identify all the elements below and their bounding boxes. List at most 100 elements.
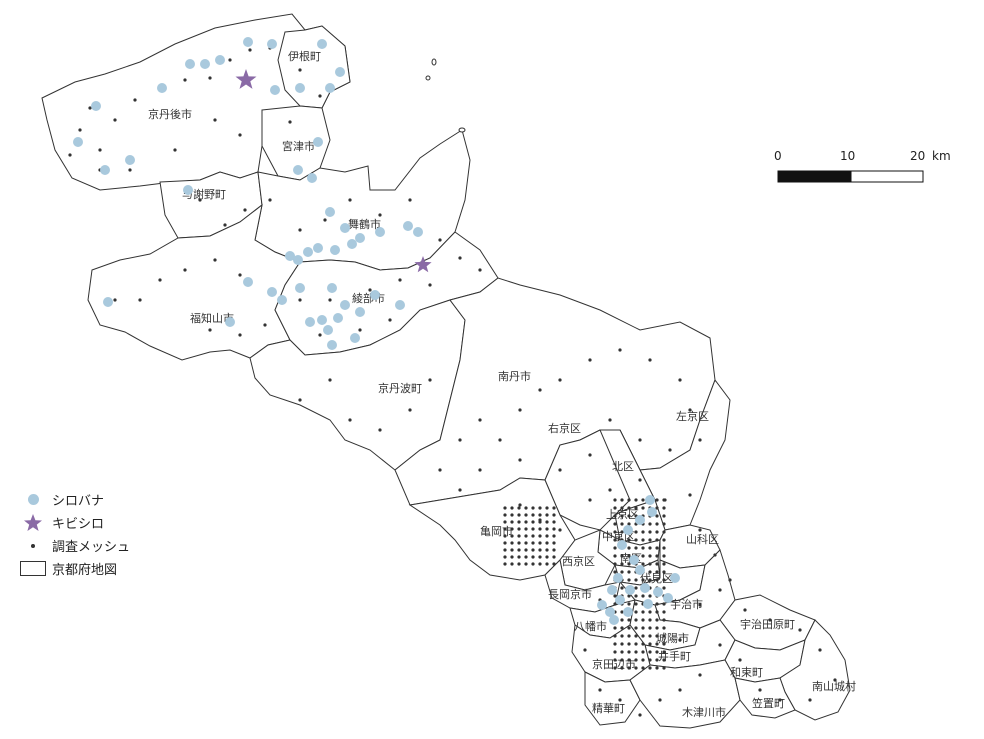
survey-mesh-point	[531, 548, 535, 552]
survey-mesh-point	[613, 546, 617, 550]
survey-mesh-point	[510, 513, 514, 517]
survey-mesh-point	[173, 148, 177, 152]
survey-mesh-point	[655, 522, 659, 526]
survey-mesh-point	[524, 548, 528, 552]
survey-mesh-point	[613, 514, 617, 518]
survey-mesh-point	[545, 527, 549, 531]
legend-label-map: 京都府地図	[52, 563, 118, 578]
light-blue-circle-icon	[20, 490, 46, 510]
shirobana-point	[325, 83, 335, 93]
survey-mesh-point	[398, 278, 402, 282]
shirobana-point	[663, 593, 673, 603]
survey-mesh-point	[348, 418, 352, 422]
survey-mesh-point	[655, 546, 659, 550]
survey-mesh-point	[641, 506, 645, 510]
legend-row-mesh: 調査メッシュ	[20, 534, 130, 557]
survey-mesh-point	[638, 478, 642, 482]
survey-mesh-point	[620, 642, 624, 646]
survey-mesh-point	[552, 548, 556, 552]
label-nagaokakyo: 長岡京市	[548, 587, 592, 601]
survey-mesh-point	[738, 658, 742, 662]
survey-mesh-point	[620, 530, 624, 534]
survey-mesh-point	[641, 554, 645, 558]
survey-mesh-point	[648, 546, 652, 550]
shirobana-point	[617, 540, 627, 550]
survey-mesh-point	[552, 506, 556, 510]
survey-mesh-point	[678, 378, 682, 382]
shirobana-point	[317, 39, 327, 49]
survey-mesh-point	[538, 513, 542, 517]
survey-mesh-point	[531, 527, 535, 531]
label-miyazu: 宮津市	[282, 139, 315, 153]
survey-mesh-point	[641, 578, 645, 582]
survey-mesh-point	[78, 128, 82, 132]
shirobana-point	[350, 333, 360, 343]
shirobana-point	[307, 173, 317, 183]
municipality-kasagi	[734, 677, 796, 719]
survey-mesh-point	[648, 666, 652, 670]
survey-mesh-point	[818, 648, 822, 652]
survey-mesh-point	[613, 626, 617, 630]
survey-mesh-point	[198, 198, 202, 202]
survey-mesh-point	[627, 506, 631, 510]
survey-mesh-point	[778, 698, 782, 702]
shirobana-point	[340, 223, 350, 233]
survey-mesh-point	[627, 578, 631, 582]
label-fushimi: 伏見区	[640, 571, 673, 585]
survey-mesh-point	[655, 530, 659, 534]
survey-mesh-point	[613, 498, 617, 502]
survey-mesh-point	[128, 168, 132, 172]
survey-mesh-point	[408, 408, 412, 412]
survey-mesh-point	[503, 506, 507, 510]
survey-mesh-point	[648, 618, 652, 622]
survey-mesh-point	[638, 713, 642, 717]
survey-mesh-point	[510, 548, 514, 552]
kibishiro-layer	[235, 69, 432, 273]
survey-mesh-point	[263, 323, 267, 327]
survey-mesh-point	[648, 594, 652, 598]
survey-mesh-point	[558, 378, 562, 382]
survey-mesh-point	[524, 506, 528, 510]
survey-mesh-point	[517, 555, 521, 559]
shirobana-point	[330, 245, 340, 255]
municipality-labels: 伊根町 京丹後市 宮津市 与謝野町 舞鶴市 福知山市 綾部市 京丹波町 南丹市 …	[148, 49, 856, 719]
survey-mesh-point	[248, 48, 252, 52]
scale-tick-20: 20	[910, 149, 925, 163]
survey-mesh-point	[588, 453, 592, 457]
survey-mesh-point	[634, 618, 638, 622]
survey-mesh-point	[613, 602, 617, 606]
survey-mesh-point	[613, 658, 617, 662]
survey-mesh-point	[583, 648, 587, 652]
survey-mesh-point	[634, 530, 638, 534]
survey-mesh-point	[531, 506, 535, 510]
label-yamashina: 山科区	[686, 532, 719, 546]
survey-mesh-point	[545, 520, 549, 524]
survey-mesh-point	[662, 578, 666, 582]
survey-mesh-point	[808, 698, 812, 702]
survey-mesh-point	[545, 506, 549, 510]
survey-mesh-point	[634, 498, 638, 502]
survey-mesh-point	[648, 562, 652, 566]
survey-mesh-point	[552, 513, 556, 517]
survey-mesh-point	[378, 428, 382, 432]
label-seika: 精華町	[592, 702, 625, 715]
survey-mesh-point	[323, 218, 327, 222]
survey-mesh-point	[531, 520, 535, 524]
survey-mesh-point	[538, 548, 542, 552]
survey-mesh-point	[662, 554, 666, 558]
survey-mesh-point	[627, 554, 631, 558]
shirobana-point	[635, 515, 645, 525]
label-sakyo: 左京区	[676, 409, 709, 423]
survey-mesh-point	[613, 522, 617, 526]
survey-mesh-point	[517, 548, 521, 552]
survey-mesh-point	[538, 534, 542, 538]
survey-mesh-point	[510, 541, 514, 545]
survey-mesh-point	[524, 520, 528, 524]
shirobana-layer	[73, 37, 680, 625]
survey-mesh-point	[641, 498, 645, 502]
survey-mesh-point	[655, 538, 659, 542]
survey-mesh-point	[238, 333, 242, 337]
kibishiro-star	[414, 256, 432, 273]
label-kyotamba: 京丹波町	[378, 381, 422, 395]
survey-mesh-point	[634, 538, 638, 542]
